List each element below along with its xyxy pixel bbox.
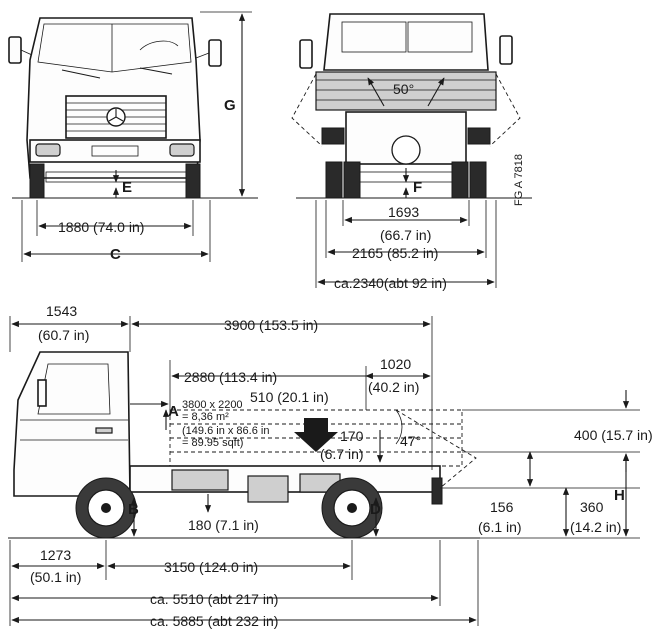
platform-label-2: = 8,36 m² [182,411,229,423]
dim-e-label: E [122,179,132,196]
front-view [8,11,258,262]
front-track-label: 1880 (74.0 in) [58,219,144,235]
rear-view [291,13,532,288]
front-overhang-label-1: 1543 [46,303,77,319]
dim-g-label: G [224,97,236,114]
front-axle-position-label-2: (50.1 in) [30,569,81,585]
chassis-length-label: ca. 5510 (abt 217 in) [150,591,278,607]
dim-a-label: A [168,403,179,420]
side-angle-label: 47° [400,433,421,449]
hitch-height-label-2: (14.2 in) [570,519,621,535]
ground-clearance-rear-label-1: 156 [490,499,514,515]
rear-track-label-2: (66.7 in) [380,227,431,243]
dim-d-label: D [370,501,381,518]
subframe-label-2: (6.7 in) [320,446,364,462]
tipping-angle-label: 50° [393,81,414,97]
dim-f-label: F [413,179,422,196]
front-overhang-label-2: (60.7 in) [38,327,89,343]
rear-overhang-label-2: (40.2 in) [368,379,419,395]
body-offset-label: 510 (20.1 in) [250,389,329,405]
overall-width-label: ca.2340(abt 92 in) [334,275,447,291]
ground-clearance-front-label: 180 (7.1 in) [188,517,259,533]
ground-clearance-rear-label-2: (6.1 in) [478,519,522,535]
rear-width-label: 2165 (85.2 in) [352,245,438,261]
cab-to-end-label: 3900 (153.5 in) [224,317,318,333]
rear-track-label-1: 1693 [388,204,419,220]
front-axle-position-label-1: 1273 [40,547,71,563]
drawing-reference: FG A 7818 [513,154,525,206]
dim-b-label: B [128,501,139,518]
platform-label-4: = 89.95 sqft) [182,437,243,449]
overall-length-label: ca. 5885 (abt 232 in) [150,613,278,629]
body-length-label: 2880 (113.4 in) [184,369,277,385]
platform-label-3: (149.6 in x 86.6 in [182,425,269,437]
rear-overhang-label-1: 1020 [380,356,411,372]
wheelbase-label: 3150 (124.0 in) [164,559,258,575]
dim-h-label: H [614,487,625,504]
dim-c-label: C [110,246,121,263]
platform-label-1: 3800 x 2200 [182,399,243,411]
hitch-height-label-1: 360 [580,499,604,515]
subframe-label-1: 170 [340,428,364,444]
side-view [8,316,640,626]
side-height-label: 400 (15.7 in) [574,427,653,443]
